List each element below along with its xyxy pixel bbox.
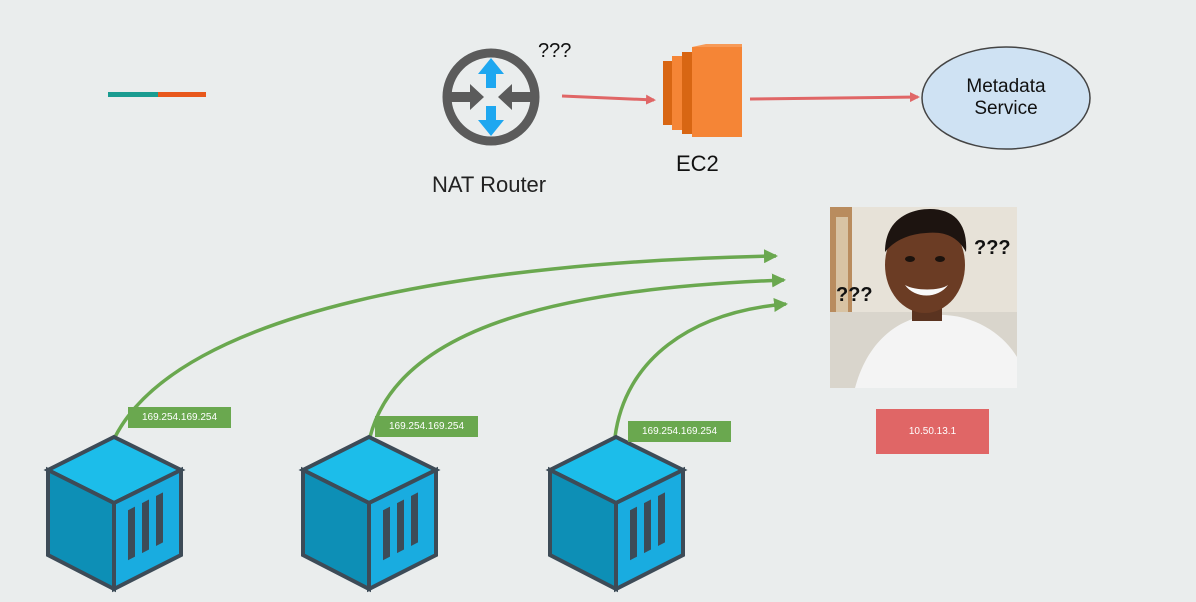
- confused-person-illustration: [830, 207, 1017, 388]
- green-arrow-container-2: [368, 273, 786, 438]
- container-cube-1: [43, 434, 186, 593]
- router-question-label: ???: [538, 40, 572, 62]
- metadata-service-ellipse: [921, 46, 1091, 150]
- meme-question-left: ???: [836, 284, 873, 306]
- router-icon: [442, 48, 540, 146]
- metadata-label-line1: Metadata: [966, 76, 1046, 97]
- container-ip-tag-2: 169.254.169.254: [375, 416, 478, 437]
- container-cube-3: [545, 434, 688, 593]
- ec2-label: EC2: [676, 151, 719, 176]
- ec2-icon: [663, 44, 742, 137]
- container-cube-2: [298, 434, 441, 593]
- legend-teal-segment: [108, 92, 158, 97]
- metadata-label-line2: Service: [974, 98, 1038, 119]
- arrow-router-to-ec2: [561, 94, 656, 105]
- confused-person-image: ??? ???: [830, 207, 1017, 388]
- green-arrow-container-3: [613, 298, 788, 438]
- host-ip-tag: 10.50.13.1: [876, 409, 989, 454]
- metadata-service-label: Metadata Service: [922, 76, 1090, 120]
- green-arrow-container-1: [113, 249, 778, 438]
- container-ip-tag-3: 169.254.169.254: [628, 421, 731, 442]
- arrow-ec2-to-metadata: [749, 92, 920, 103]
- meme-question-right: ???: [974, 237, 1011, 259]
- container-ip-tag-1: 169.254.169.254: [128, 407, 231, 428]
- legend-orange-segment: [158, 92, 206, 97]
- router-label: NAT Router: [432, 172, 547, 197]
